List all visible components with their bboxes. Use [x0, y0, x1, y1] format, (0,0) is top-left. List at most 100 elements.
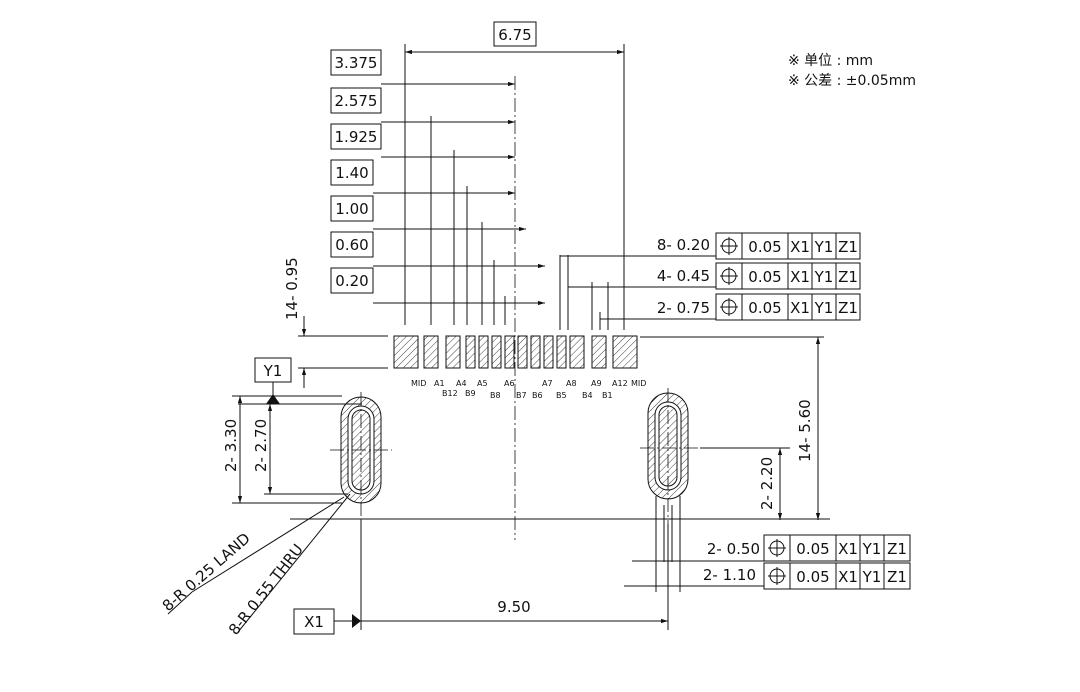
tol-ref-y1: Y1: [814, 238, 834, 256]
pin-label: A8: [566, 379, 577, 388]
tol-ref-y1: Y1: [862, 568, 882, 586]
pad: [465, 335, 476, 369]
tol-label-2-0-50: 2- 0.50: [707, 540, 760, 558]
dim-1-00: 1.00: [335, 200, 368, 218]
pad: [423, 335, 439, 369]
datum-x1-label: X1: [304, 613, 324, 631]
dim-0-20: 0.20: [335, 272, 368, 290]
top-dimension-chain: 6.75 3.375 2.575 1.925 1.40 1.00 0.60 0.…: [330, 21, 625, 330]
tol-ref-z1: Z1: [838, 268, 858, 286]
pad: [517, 335, 528, 369]
tol-ref-x1: X1: [838, 540, 858, 558]
pad: [445, 335, 461, 369]
dim-14-0-95: 14- 0.95: [283, 257, 301, 320]
pad-mid-left: [393, 335, 419, 369]
tol-ref-x1: X1: [790, 299, 810, 317]
pin-label: A4: [456, 379, 467, 388]
dim-box: [330, 123, 382, 150]
tol-label-2-0-75: 2- 0.75: [657, 299, 710, 317]
tol-value: 0.05: [796, 540, 829, 558]
pin-label: B1: [602, 391, 613, 400]
tol-value: 0.05: [748, 268, 781, 286]
dim-2-2-70: 2- 2.70: [252, 419, 270, 472]
left-slot-dims: 2- 3.30 2- 2.70: [222, 395, 348, 504]
tol-ref-z1: Z1: [838, 299, 858, 317]
dim-14-5-60: 14- 5.60: [796, 399, 814, 462]
pin-label: A7: [542, 379, 553, 388]
pad: [543, 335, 554, 369]
pad-mid-right: [612, 335, 638, 369]
tol-value: 0.05: [796, 568, 829, 586]
note-r-0-25-land: 8-R 0.25 LAND: [159, 529, 254, 615]
tol-ref-y1: Y1: [814, 299, 834, 317]
pin-label: A5: [477, 379, 488, 388]
pitch-dimension: 14- 0.95: [283, 257, 388, 388]
dim-box: [330, 159, 374, 186]
pin-labels: MID A1 A4 A5 A6 A7 A8 A9 A12 MID B12 B9 …: [411, 379, 646, 400]
pad: [504, 335, 515, 369]
tol-label-2-1-10: 2- 1.10: [703, 566, 756, 584]
tol-ref-x1: X1: [838, 568, 858, 586]
pad: [530, 335, 541, 369]
tol-ref-z1: Z1: [887, 568, 907, 586]
pin-label: MID: [411, 379, 426, 388]
tolerance-frames-upper: 8- 0.20 0.05 X1 Y1 Z1 4- 0.45 0.05 X1 Y1…: [559, 232, 861, 330]
tol-value: 0.05: [748, 299, 781, 317]
tolerance-note: ※ 公差 : ±0.05mm: [788, 73, 916, 89]
dim-box: [330, 49, 382, 76]
pad-row: [393, 335, 638, 369]
dim-box: [330, 87, 382, 114]
tol-label-8-0-20: 8- 0.20: [657, 236, 710, 254]
pad: [556, 335, 567, 369]
pad: [491, 335, 502, 369]
pin-label: B9: [465, 389, 476, 398]
dim-1-40: 1.40: [335, 164, 368, 182]
tol-ref-y1: Y1: [862, 540, 882, 558]
pin-label: A9: [591, 379, 602, 388]
dim-2-575: 2.575: [335, 92, 378, 110]
units-note: ※ 单位 : mm: [788, 53, 873, 69]
dim-box: [493, 21, 537, 47]
right-slot-dims: 2- 2.20 14- 5.60: [640, 336, 824, 520]
pad: [569, 335, 585, 369]
pin-label: B7: [516, 391, 527, 400]
dim-1-925: 1.925: [335, 128, 378, 146]
pad: [591, 335, 607, 369]
left-slot: [330, 392, 392, 520]
tol-label-4-0-45: 4- 0.45: [657, 267, 710, 285]
tol-ref-y1: Y1: [814, 268, 834, 286]
datum-triangle: [266, 394, 280, 404]
dim-2-2-20: 2- 2.20: [758, 457, 776, 510]
pin-label: A6: [504, 379, 515, 388]
dim-6-75: 6.75: [498, 26, 531, 44]
pin-label: A12: [612, 379, 628, 388]
dim-3-375: 3.375: [335, 54, 378, 72]
tol-ref-z1: Z1: [887, 540, 907, 558]
datum-x1: X1 9.50: [293, 520, 669, 635]
pin-label: A1: [434, 379, 445, 388]
dim-box: [330, 267, 374, 294]
pin-label: B4: [582, 391, 593, 400]
dim-2-3-30: 2- 3.30: [222, 419, 240, 472]
right-slot: [640, 388, 700, 524]
tol-value: 0.05: [748, 238, 781, 256]
tol-ref-x1: X1: [790, 268, 810, 286]
pin-label: MID: [631, 379, 646, 388]
dim-9-50: 9.50: [497, 598, 530, 616]
tol-ref-x1: X1: [790, 238, 810, 256]
pin-label: B6: [532, 391, 543, 400]
pin-label: B12: [442, 389, 458, 398]
datum-y1: Y1: [238, 357, 362, 405]
notes: ※ 单位 : mm ※ 公差 : ±0.05mm: [788, 53, 916, 89]
datum-y1-label: Y1: [263, 362, 283, 380]
pin-label: B5: [556, 391, 567, 400]
tolerance-frames-lower: 2- 0.50 0.05 X1 Y1 Z1 2- 1.10 0.05 X1 Y1…: [624, 496, 911, 592]
dim-box: [330, 231, 374, 258]
pin-label: B8: [490, 391, 501, 400]
tol-ref-z1: Z1: [838, 238, 858, 256]
dim-0-60: 0.60: [335, 236, 368, 254]
pad: [478, 335, 489, 369]
dim-box: [330, 195, 374, 222]
datum-triangle: [352, 614, 361, 628]
